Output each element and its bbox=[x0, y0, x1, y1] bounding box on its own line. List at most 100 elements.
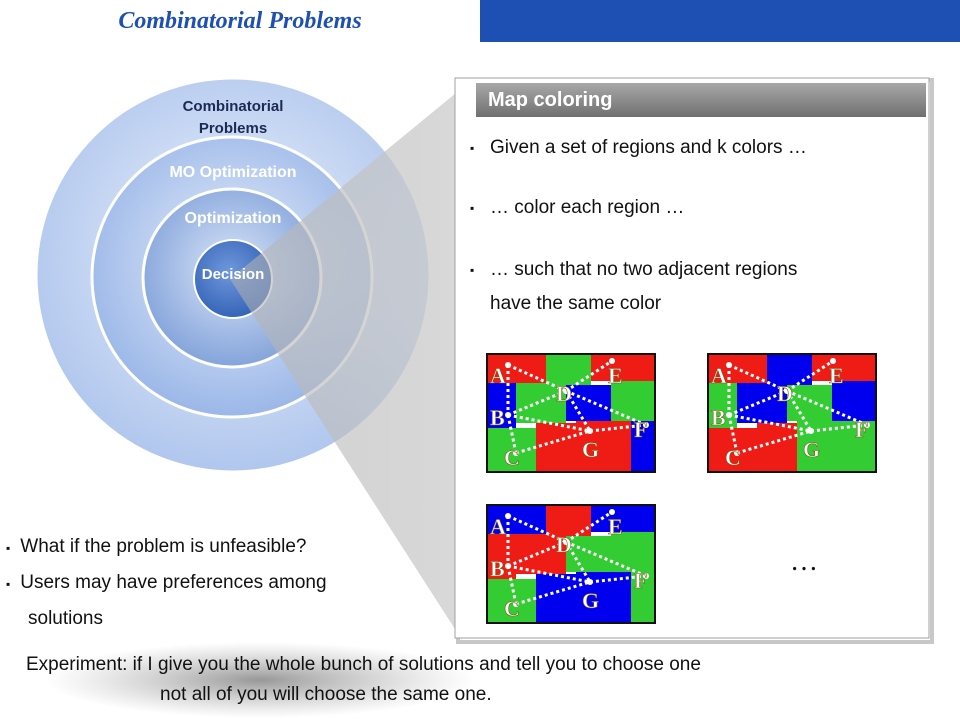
experiment-line-2: not all of you will choose the same one. bbox=[160, 684, 492, 705]
adjacency-edge bbox=[507, 540, 567, 568]
adjacency-edge bbox=[565, 389, 647, 427]
map-region bbox=[516, 383, 566, 423]
region-node bbox=[808, 428, 814, 434]
region-label: F bbox=[634, 417, 647, 442]
map-region bbox=[631, 421, 656, 473]
map-solution-2: ABC D E F G bbox=[707, 353, 877, 473]
adjacency-edge bbox=[507, 363, 567, 393]
adjacency-edge bbox=[507, 564, 591, 584]
region-node bbox=[505, 513, 511, 519]
map-border bbox=[707, 353, 877, 473]
panel-title: Map coloring bbox=[476, 83, 926, 117]
region-node bbox=[513, 450, 519, 456]
more-solutions-ellipsis: … bbox=[790, 546, 818, 577]
region-label: G bbox=[582, 588, 599, 613]
map-region bbox=[737, 383, 787, 423]
ring-label-optimization: Optimization bbox=[184, 210, 282, 227]
region-node bbox=[643, 573, 649, 579]
map-solution-1: ABC D E F G bbox=[486, 353, 656, 473]
map-region bbox=[757, 423, 797, 473]
region-node bbox=[726, 362, 732, 368]
adjacency-edge bbox=[515, 429, 591, 455]
map-region bbox=[631, 572, 656, 624]
region-label: A bbox=[711, 363, 727, 388]
adjacency-edge bbox=[564, 541, 592, 583]
map-solution-3: ABC D E F G bbox=[486, 504, 656, 624]
region-label: A bbox=[490, 363, 506, 388]
region-node bbox=[505, 362, 511, 368]
map-region bbox=[536, 423, 576, 473]
question-continuation: solutions bbox=[28, 608, 103, 629]
question-item: What if the problem is unfeasible? bbox=[6, 536, 306, 558]
header-bar: Combinatorial Problems bbox=[0, 0, 960, 42]
adjacency-edge bbox=[565, 540, 647, 578]
adjacency-edge bbox=[728, 389, 788, 417]
region-label: B bbox=[490, 556, 505, 581]
region-label: B bbox=[490, 405, 505, 430]
region-node bbox=[609, 358, 615, 364]
region-label: C bbox=[504, 596, 520, 621]
floor-shadow bbox=[45, 642, 475, 718]
region-node bbox=[505, 412, 511, 418]
region-label: D bbox=[556, 381, 572, 406]
adjacency-edge bbox=[785, 390, 813, 432]
adjacency-edge bbox=[507, 514, 567, 544]
experiment-text: Experiment: if I give you the whole bunc… bbox=[26, 650, 701, 710]
region-node bbox=[643, 422, 649, 428]
map-region bbox=[536, 574, 576, 624]
ring-label-combinatorial: Combinatorial Problems bbox=[182, 98, 284, 137]
region-node bbox=[734, 450, 740, 456]
region-node bbox=[726, 412, 732, 418]
region-label: C bbox=[725, 445, 741, 470]
adjacency-edge bbox=[786, 389, 868, 427]
adjacency-edge bbox=[727, 414, 739, 454]
map-region bbox=[707, 383, 737, 428]
ring-label-mo-optimization: MO Optimization bbox=[169, 164, 297, 181]
region-label: C bbox=[504, 445, 520, 470]
zoom-funnel bbox=[230, 88, 462, 640]
region-label: A bbox=[490, 514, 506, 539]
region-label: B bbox=[711, 405, 726, 430]
region-label: F bbox=[855, 417, 868, 442]
region-label: E bbox=[608, 514, 623, 539]
region-label: E bbox=[608, 363, 623, 388]
ring-label-decision: Decision bbox=[201, 266, 265, 283]
region-node bbox=[587, 579, 593, 585]
map-region bbox=[611, 532, 656, 572]
map-border bbox=[486, 504, 656, 624]
adjacency-edge bbox=[728, 413, 812, 433]
region-label: G bbox=[803, 437, 820, 462]
region-label: D bbox=[556, 532, 572, 557]
adjacency-edge bbox=[736, 429, 812, 455]
region-label: G bbox=[582, 437, 599, 462]
region-label: F bbox=[634, 568, 647, 593]
region-node bbox=[864, 422, 870, 428]
experiment-line-1: Experiment: if I give you the whole bunc… bbox=[26, 654, 701, 675]
region-node bbox=[563, 388, 569, 394]
adjacency-edge bbox=[507, 413, 591, 433]
map-region bbox=[486, 383, 516, 428]
bullet-continuation: have the same color bbox=[490, 293, 662, 314]
region-node bbox=[587, 428, 593, 434]
page-title: Combinatorial Problems bbox=[0, 0, 480, 42]
adjacency-edge bbox=[515, 580, 591, 606]
region-node bbox=[513, 601, 519, 607]
map-region bbox=[611, 381, 656, 421]
map-border bbox=[486, 353, 656, 473]
map-region bbox=[486, 534, 516, 579]
adjacency-edge bbox=[506, 565, 518, 605]
region-label: D bbox=[777, 381, 793, 406]
map-region bbox=[516, 534, 566, 574]
region-node bbox=[830, 358, 836, 364]
adjacency-edge bbox=[506, 414, 518, 454]
adjacency-edge bbox=[564, 390, 592, 432]
region-label: E bbox=[829, 363, 844, 388]
adjacency-edge bbox=[507, 389, 567, 417]
map-region bbox=[832, 381, 877, 421]
question-item: Users may have preferences among bbox=[6, 572, 326, 594]
region-node bbox=[609, 509, 615, 515]
region-node bbox=[505, 563, 511, 569]
region-node bbox=[784, 388, 790, 394]
region-node bbox=[563, 539, 569, 545]
